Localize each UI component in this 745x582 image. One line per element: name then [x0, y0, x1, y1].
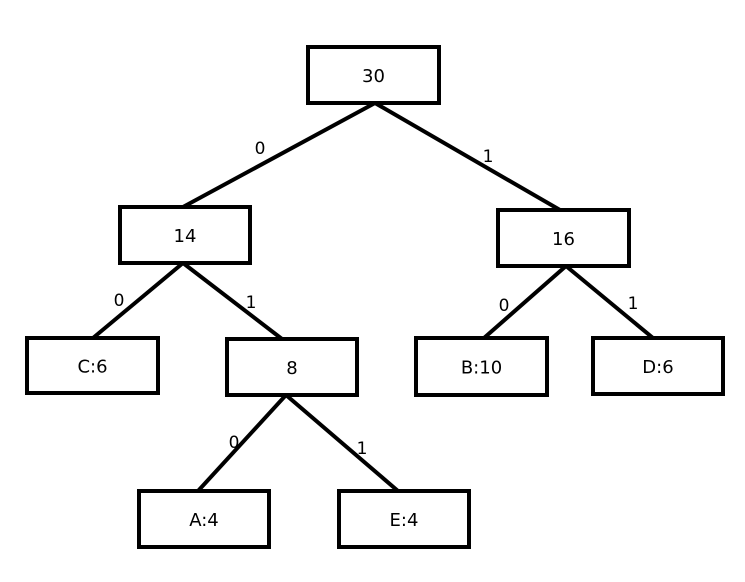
node-box-root: [306, 45, 441, 105]
edge-n14-n8: [181, 261, 284, 341]
edge-label-n8-a4: 0: [229, 433, 240, 453]
node-n16: 16: [496, 208, 631, 268]
edge-n16-d6: [564, 264, 655, 340]
node-n8: 8: [225, 337, 359, 397]
edges-layer: 0 1 0 1 0 1 0 1: [91, 101, 655, 493]
edge-label-n14-n8: 1: [246, 293, 257, 313]
node-c6: C:6: [25, 336, 160, 395]
node-root: 30: [306, 45, 441, 105]
node-box-a4: [137, 489, 271, 549]
node-box-n8: [225, 337, 359, 397]
node-label-n8: 8: [286, 358, 297, 379]
node-n14: 14: [118, 205, 252, 265]
node-label-e4: E:4: [390, 510, 419, 531]
node-label-c6: C:6: [77, 357, 107, 378]
node-label-d6: D:6: [642, 357, 673, 378]
edge-n8-a4: [196, 393, 288, 493]
edge-n14-c6: [91, 261, 185, 340]
edge-n16-b10: [482, 264, 568, 340]
nodes-layer: 30 14 16C:6 8 B:10 D:6A:4 E:4: [25, 45, 725, 549]
edge-root-n14: [181, 101, 377, 209]
node-a4: A:4: [137, 489, 271, 549]
edge-label-n14-c6: 0: [114, 291, 125, 311]
node-d6: D:6: [591, 336, 725, 396]
node-box-n16: [496, 208, 631, 268]
edge-label-root-n14: 0: [255, 139, 266, 159]
node-label-a4: A:4: [189, 510, 219, 531]
edge-label-n16-b10: 0: [499, 296, 510, 316]
node-label-b10: B:10: [461, 358, 502, 379]
node-box-n14: [118, 205, 252, 265]
node-box-e4: [337, 489, 471, 549]
edge-label-n16-d6: 1: [628, 294, 639, 314]
node-box-c6: [25, 336, 160, 395]
node-label-root: 30: [362, 66, 385, 87]
node-box-b10: [414, 336, 549, 397]
edge-label-n8-e4: 1: [357, 439, 368, 459]
node-label-n14: 14: [174, 226, 197, 247]
edge-label-root-n16: 1: [483, 147, 494, 167]
edge-root-n16: [373, 101, 562, 212]
node-label-n16: 16: [552, 229, 575, 250]
node-b10: B:10: [414, 336, 549, 397]
node-e4: E:4: [337, 489, 471, 549]
edge-n8-e4: [284, 393, 400, 493]
node-box-d6: [591, 336, 725, 396]
